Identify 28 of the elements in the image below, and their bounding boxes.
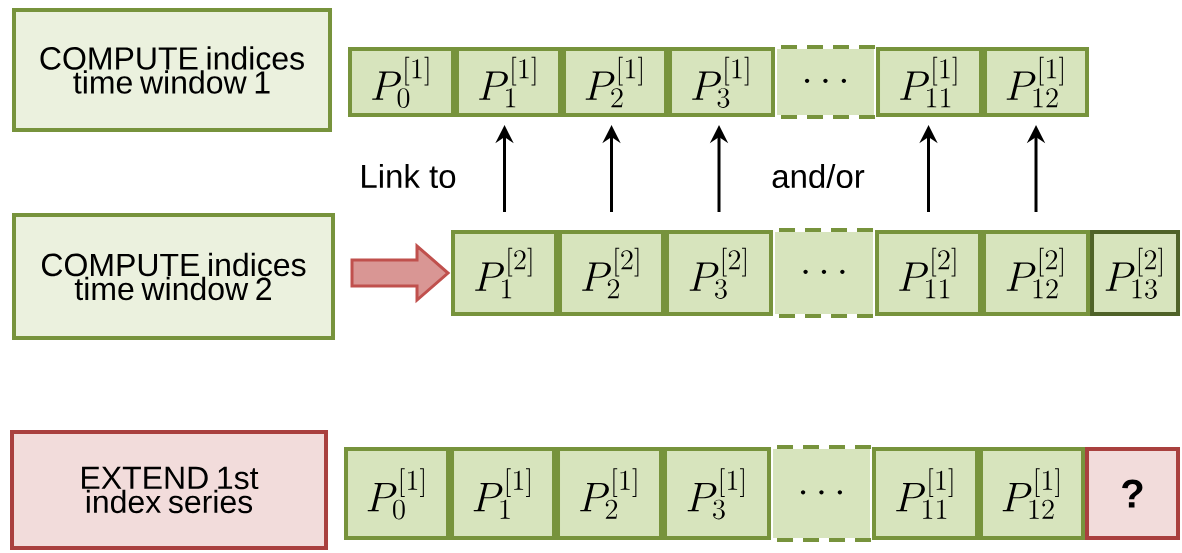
index-cell: $P_{1}^{[2]}$ [451,230,558,316]
index-cell: $P_{12}^{[1]}$ [979,447,1085,540]
ellipsis-cell: $\cdots$ [775,228,875,318]
index-cell: $P_{2}^{[2]}$ [558,230,665,316]
index-cell: $P_{2}^{[1]}$ [562,47,668,117]
index-cell: $P_{12}^{[2]}$ [982,230,1090,316]
index-cell: $P_{1}^{[1]}$ [455,47,562,117]
annotation-text: and/or [772,163,865,189]
label-box: EXTEND 1st index series [10,430,328,550]
index-cell: $P_{1}^{[1]}$ [450,447,556,540]
index-cell: $P_{3}^{[2]}$ [665,230,773,316]
index-cell: $P_{13}^{[2]}$ [1090,230,1180,316]
annotation-text: Link to [362,163,456,189]
index-cell: $P_{0}^{[1]}$ [344,447,450,540]
index-cell: $P_{3}^{[1]}$ [668,47,775,117]
index-cell: $P_{12}^{[1]}$ [983,47,1089,117]
label-box: COMPUTE indices time window 1 [12,8,332,132]
ellipsis-cell: $\cdots$ [773,445,872,542]
index-cell: $P_{11}^{[1]}$ [876,47,983,117]
index-cell: $P_{11}^{[1]}$ [872,447,979,540]
ellipsis-cell: $\cdots$ [777,45,876,119]
index-cell: $P_{0}^{[1]}$ [348,47,455,117]
index-cell: $P_{11}^{[2]}$ [875,230,982,316]
index-cell: $P_{3}^{[1]}$ [663,447,771,540]
label-box: COMPUTE indices time window 2 [12,213,335,340]
index-cell: $P_{2}^{[1]}$ [556,447,663,540]
block-arrow [350,242,451,304]
unknown-cell: ? [1085,447,1180,540]
